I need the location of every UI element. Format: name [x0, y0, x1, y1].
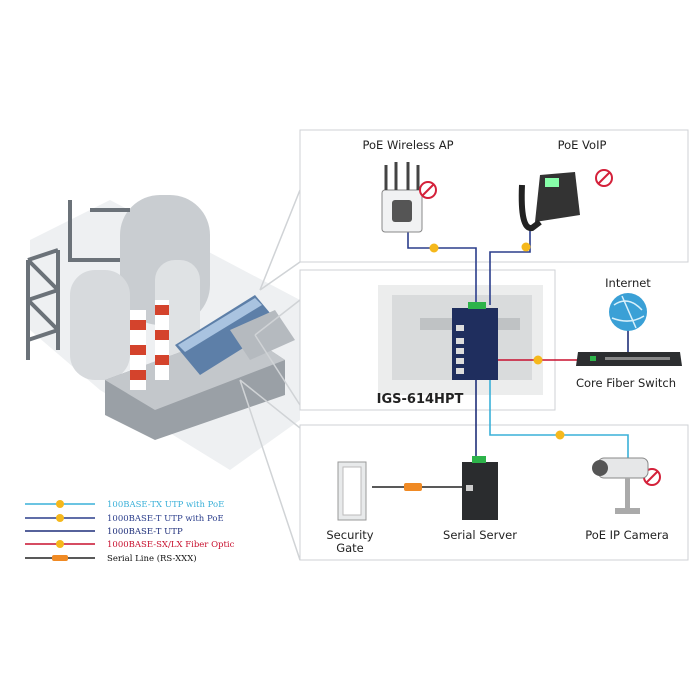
- igs-614hpt-switch-icon[interactable]: [452, 302, 498, 380]
- legend-item: 1000BASE-T UTP: [25, 527, 183, 537]
- svg-text:1000BASE-SX/LX Fiber Optic: 1000BASE-SX/LX Fiber Optic: [107, 540, 235, 550]
- label-wireless-ap: PoE Wireless AP: [362, 138, 453, 152]
- callout-lines: [239, 189, 301, 561]
- legend-item: 1000BASE-SX/LX Fiber Optic: [25, 540, 235, 550]
- link-voip: [489, 225, 531, 305]
- security-gate-icon[interactable]: [337, 461, 367, 521]
- link-ap: [407, 232, 477, 305]
- no-power-icon: [419, 169, 661, 486]
- svg-text:100BASE-TX UTP with PoE: 100BASE-TX UTP with PoE: [107, 500, 224, 510]
- legend-item: 100BASE-TX UTP with PoE: [25, 500, 224, 510]
- top-panel: [299, 129, 689, 263]
- label-main-switch: IGS-614HPT: [377, 392, 464, 407]
- label-security-gate-line2: Gate: [336, 541, 364, 555]
- svg-text:1000BASE-T UTP with PoE: 1000BASE-T UTP with PoE: [107, 514, 224, 524]
- svg-text:Serial Line (RS-XXX): Serial Line (RS-XXX): [107, 553, 197, 564]
- factory-illustration: [26, 195, 300, 470]
- legend-item: 1000BASE-T UTP with PoE: [25, 514, 224, 524]
- label-security-gate-line1: Security: [326, 528, 373, 542]
- voip-phone-icon[interactable]: [518, 172, 580, 231]
- core-fiber-switch-icon[interactable]: [576, 352, 682, 366]
- serial-server-icon[interactable]: [462, 456, 498, 520]
- internet-globe-icon[interactable]: [609, 293, 647, 331]
- legend: 100BASE-TX UTP with PoE 1000BASE-T UTP w…: [25, 500, 235, 564]
- legend-item: Serial Line (RS-XXX): [25, 553, 197, 564]
- svg-text:1000BASE-T UTP: 1000BASE-T UTP: [107, 527, 183, 537]
- label-serial-server: Serial Server: [443, 528, 517, 542]
- ip-camera-icon[interactable]: [592, 457, 649, 514]
- wireless-ap-icon[interactable]: [381, 162, 423, 233]
- poe-markers: [404, 242, 565, 491]
- label-ip-camera: PoE IP Camera: [585, 528, 669, 542]
- label-core-switch: Core Fiber Switch: [576, 376, 676, 390]
- label-voip: PoE VoIP: [558, 138, 607, 152]
- label-internet: Internet: [605, 276, 651, 290]
